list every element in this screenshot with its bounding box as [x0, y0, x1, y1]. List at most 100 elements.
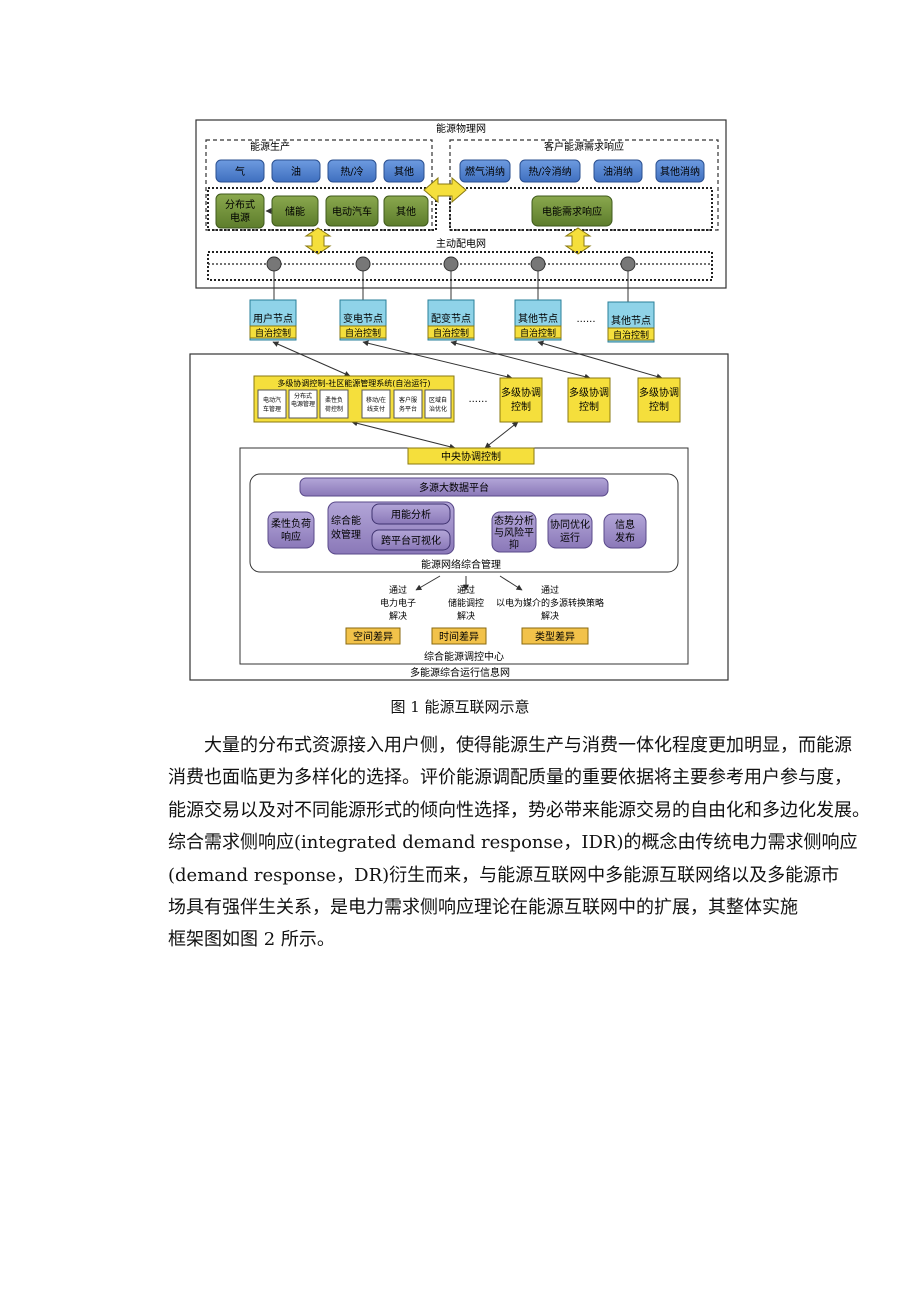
vertical-arrow-right	[564, 227, 592, 255]
node-other-1: 其他节点	[518, 312, 558, 325]
community-title: 多级协调控制-社区能源管理系统(自治运行)	[277, 378, 430, 388]
dist-item-source-l1: 分布式	[225, 198, 255, 211]
grid-nodes	[266, 256, 636, 304]
svg-text:柔性负荷: 柔性负荷	[271, 517, 311, 530]
svg-text:以电为媒介的多源转换策略: 以电为媒介的多源转换策略	[496, 597, 604, 609]
bigdata-platform	[299, 477, 609, 497]
multilevel-boxes: 多级协调控制 多级协调控制 多级协调控制	[499, 377, 681, 423]
diff-space: 空间差异	[353, 630, 393, 643]
svg-text:多级协调: 多级协调	[639, 386, 679, 399]
demand-item-other: 其他消纳	[660, 165, 700, 178]
paragraph-line-4: 综合需求侧响应(integrated demand response，IDR)的…	[168, 832, 858, 854]
prod-item-heat: 热/冷	[340, 165, 363, 178]
usage-analysis: 用能分析	[391, 508, 431, 521]
paragraph-line-1: 大量的分布式资源接入用户侧，使得能源生产与消费一体化程度更加明显，而能源	[204, 735, 852, 756]
svg-text:多级协调: 多级协调	[501, 386, 541, 399]
elec-demand-node	[531, 195, 613, 227]
community-ellipsis: ......	[468, 394, 487, 405]
svg-text:解决: 解决	[457, 610, 475, 622]
svg-text:电源管理: 电源管理	[291, 400, 315, 408]
node-boxes: 用户节点 自治控制 变电节点 自治控制 配变节点 自治控制 其他节点 自治控制 …	[249, 299, 655, 343]
svg-text:通过: 通过	[457, 584, 475, 596]
svg-text:发布: 发布	[615, 531, 635, 544]
dist-item-ev: 电动汽车	[332, 205, 372, 218]
distributed-items: 分布式 电源 储能 电动汽车 其他	[215, 193, 429, 229]
dist-item-source-l2: 电源	[230, 211, 250, 224]
physical-net-label: 能源物理网	[436, 122, 486, 135]
autonomy-1: 自治控制	[255, 327, 291, 339]
svg-text:治优化: 治优化	[429, 405, 447, 413]
svg-text:务平台: 务平台	[399, 405, 417, 413]
control-links	[272, 340, 663, 450]
active-grid-box	[207, 251, 713, 281]
dist-item-storage: 储能	[285, 205, 305, 218]
vertical-arrow-left	[304, 227, 332, 255]
svg-text:信息: 信息	[615, 518, 635, 531]
paragraph-line-5: (demand response，DR)衍生而来，与能源互联网中多能源互联网络以…	[168, 864, 840, 886]
autonomy-4: 自治控制	[520, 327, 556, 339]
prod-item-gas: 气	[235, 165, 245, 178]
svg-text:协同优化: 协同优化	[550, 518, 590, 531]
autonomy-5: 自治控制	[613, 329, 649, 341]
svg-text:柔性负: 柔性负	[325, 396, 343, 404]
svg-text:通过: 通过	[541, 584, 559, 596]
demand-response-label: 客户能源需求响应	[544, 140, 624, 153]
physical-net-box	[195, 119, 727, 289]
svg-text:控制: 控制	[511, 400, 531, 413]
svg-text:态势分析: 态势分析	[494, 514, 534, 527]
svg-text:与风险平: 与风险平	[494, 526, 534, 539]
autonomy-2: 自治控制	[345, 327, 381, 339]
prod-item-oil: 油	[291, 165, 301, 178]
net-mgmt-label: 能源网络综合管理	[421, 558, 501, 571]
energy-internet-diagram: 能源物理网 能源生产 客户能源需求响应 气 油 热/冷 其他 燃气消纳 热/冷消…	[189, 119, 729, 681]
svg-text:荷控制: 荷控制	[325, 405, 343, 413]
svg-text:控制: 控制	[579, 400, 599, 413]
svg-text:解决: 解决	[541, 610, 559, 622]
paragraph-line-3: 能源交易以及对不同能源形式的倾向性选择，势必带来能源交易的自由化和多边化发展。	[168, 799, 870, 821]
svg-text:运行: 运行	[560, 531, 580, 544]
central-control-label: 中央协调控制	[441, 450, 501, 463]
production-items: 气 油 热/冷 其他	[215, 159, 425, 183]
node-substation: 变电节点	[343, 312, 383, 325]
svg-text:电动汽: 电动汽	[263, 396, 281, 404]
dist-item-other: 其他	[396, 205, 416, 218]
demand-items: 燃气消纳 热/冷消纳 油消纳 其他消纳	[459, 159, 705, 183]
node-ellipsis: ......	[576, 314, 595, 325]
info-net-label: 多能源综合运行信息网	[410, 666, 510, 679]
svg-text:区域自: 区域自	[429, 396, 447, 404]
svg-text:车管理: 车管理	[263, 405, 281, 413]
svg-text:线支付: 线支付	[367, 405, 385, 413]
cross-platform: 跨平台可视化	[381, 534, 441, 547]
production-label: 能源生产	[250, 140, 290, 153]
difference-boxes: 空间差异 时间差异 类型差异	[345, 627, 589, 645]
svg-text:效管理: 效管理	[331, 528, 361, 541]
node-transformer: 配变节点	[431, 312, 471, 325]
svg-text:移动/在: 移动/在	[366, 396, 386, 404]
svg-text:电力电子: 电力电子	[380, 597, 416, 609]
svg-text:客户服: 客户服	[399, 396, 417, 404]
paragraph-line-2: 消费也面临更为多样化的选择。评价能源调配质量的重要依据将主要参考用户参与度，	[168, 767, 852, 789]
autonomy-3: 自治控制	[433, 327, 469, 339]
figure-caption: 图 1 能源互联网示意	[390, 698, 530, 716]
bigdata-label: 多源大数据平台	[419, 481, 489, 494]
exchange-arrow	[423, 176, 467, 204]
demand-item-gas: 燃气消纳	[465, 165, 505, 178]
svg-text:综合能: 综合能	[331, 514, 361, 527]
net-mgmt-box	[249, 473, 679, 573]
body-paragraph: 大量的分布式资源接入用户侧，使得能源生产与消费一体化程度更加明显，而能源 消费也…	[168, 730, 870, 957]
svg-text:控制: 控制	[649, 400, 669, 413]
distributed-box	[207, 187, 437, 231]
node-user: 用户节点	[253, 312, 293, 325]
svg-text:多级协调: 多级协调	[569, 386, 609, 399]
svg-text:储能调控: 储能调控	[448, 597, 484, 609]
active-grid-label: 主动配电网	[436, 237, 486, 250]
svg-text:分布式: 分布式	[294, 392, 312, 400]
prod-item-other: 其他	[394, 165, 414, 178]
solution-texts: 通过 电力电子 解决 通过 储能调控 解决 通过 以电为媒介的多源转换策略 解决	[380, 584, 604, 622]
diff-type: 类型差异	[535, 630, 575, 643]
svg-text:通过: 通过	[389, 584, 407, 596]
svg-text:解决: 解决	[389, 610, 407, 622]
node-other-2: 其他节点	[611, 314, 651, 327]
